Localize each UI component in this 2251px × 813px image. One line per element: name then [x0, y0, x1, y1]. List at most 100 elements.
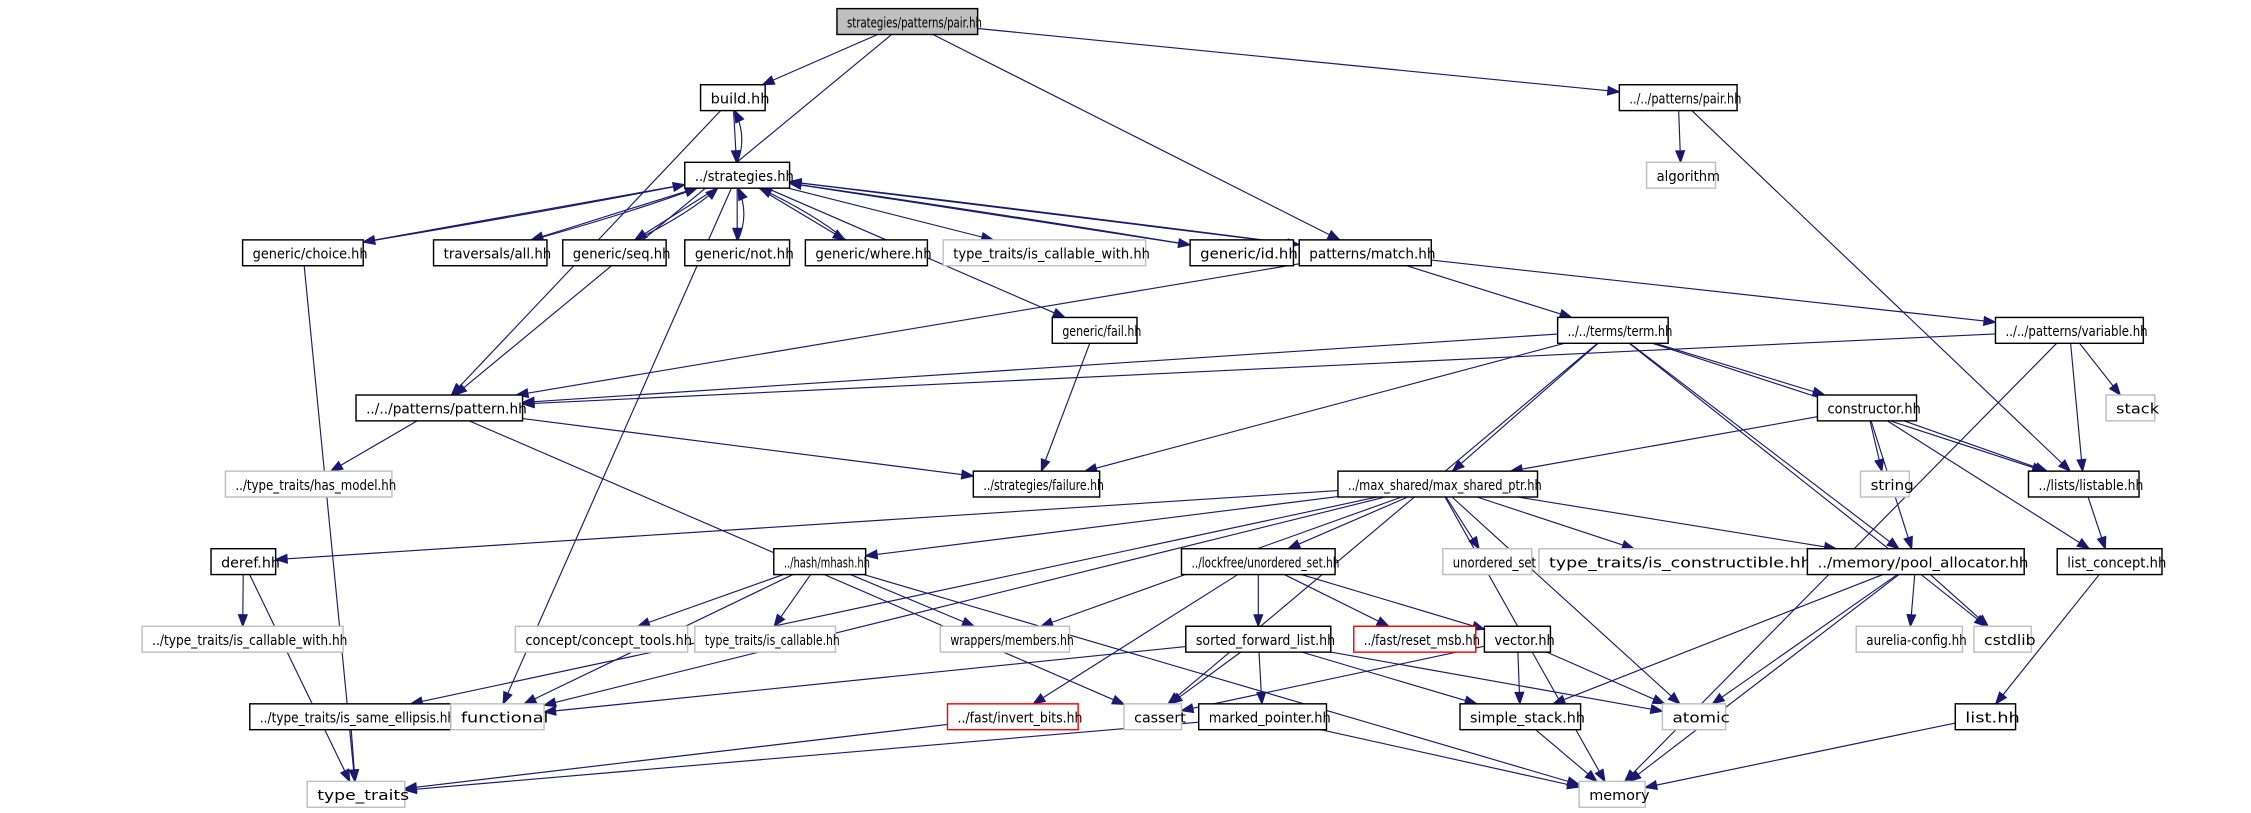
arrowhead-icon: [864, 549, 879, 560]
node-failure[interactable]: ../strategies/failure.hh: [972, 470, 1104, 498]
edge-term-to-msp: [1451, 342, 1599, 473]
node-stack[interactable]: stack: [2105, 394, 2160, 422]
edge-line: [1032, 574, 1239, 705]
edge-pair2-to-listable: [1691, 110, 2072, 473]
arrowhead-icon: [502, 690, 513, 706]
node-deref[interactable]: deref.hh: [210, 547, 280, 576]
node-all[interactable]: traversals/all.hh: [432, 239, 552, 267]
edge-line: [1320, 729, 1580, 788]
arrowhead-icon: [1906, 613, 1917, 628]
node-unordered-set[interactable]: unordered_set: [1442, 547, 1537, 576]
edge-msp-to-mhash: [864, 496, 1339, 560]
arrowhead-icon: [1982, 315, 1998, 327]
node-variable[interactable]: ../../patterns/variable.hh: [1994, 316, 2148, 345]
node-vector[interactable]: vector.hh: [1483, 625, 1555, 653]
edge-line: [454, 34, 892, 396]
edge-line: [330, 420, 418, 472]
node-label: vector.hh: [1494, 633, 1554, 649]
node-term[interactable]: ../../terms/term.hh: [1556, 316, 1673, 345]
node-functional[interactable]: functional: [450, 703, 549, 731]
node-cassert[interactable]: cassert: [1123, 703, 1186, 731]
node-sfl[interactable]: sorted_forward_list.hh: [1185, 625, 1335, 653]
edge-line: [1510, 416, 1818, 472]
node-label: generic/where.hh: [815, 247, 931, 263]
node-build[interactable]: build.hh: [699, 84, 770, 112]
edge-match-to-strategies: [787, 177, 1300, 246]
edge-fail-to-failure: [1040, 343, 1091, 473]
node-pool-alloc[interactable]: ../memory/pool_allocator.hh: [1806, 547, 2028, 576]
arrowhead-icon: [1649, 703, 1665, 715]
node-string[interactable]: string: [1859, 470, 1914, 498]
node-pattern[interactable]: ../../patterns/pattern.hh: [355, 394, 527, 422]
edge-same_ellipsis-to-type_traits: [349, 729, 360, 784]
node-marked-pointer[interactable]: marked_pointer.hh: [1197, 703, 1331, 731]
node-label: strategies/patterns/pair.hh: [847, 15, 982, 31]
node-has-model[interactable]: ../type_traits/has_model.hh: [224, 470, 396, 498]
node-seq[interactable]: generic/seq.hh: [562, 239, 671, 267]
node-box: [684, 161, 791, 189]
edge-line: [410, 496, 1378, 705]
node-mhash[interactable]: ../hash/mhash.hh: [773, 547, 870, 576]
node-list-concept[interactable]: list_concept.hh: [2056, 547, 2166, 576]
node-label: generic/not.hh: [695, 247, 794, 263]
edge-line: [788, 187, 994, 241]
edge-line: [532, 187, 698, 241]
node-strategies[interactable]: ../strategies.hh: [684, 161, 794, 189]
node-box: [1185, 625, 1332, 653]
node-is-callable[interactable]: type_traits/is_callable.hh: [694, 625, 840, 653]
arrowhead-icon: [1326, 229, 1342, 241]
node-type-traits[interactable]: type_traits: [306, 780, 409, 808]
node-invert-bits[interactable]: ../fast/invert_bits.hh: [946, 703, 1082, 731]
node-box: [2105, 394, 2156, 422]
node-cstdlib[interactable]: cstdlib: [1973, 625, 2036, 653]
node-concept-tools[interactable]: concept/concept_tools.hh: [514, 625, 692, 653]
edge-strategies-to-where: [758, 187, 847, 241]
node-msp[interactable]: ../max_shared/max_shared_ptr.hh: [1337, 470, 1542, 498]
node-label: list.hh: [1965, 711, 2020, 727]
arrowhead-icon: [1584, 769, 1599, 783]
node-match[interactable]: patterns/match.hh: [1298, 239, 1436, 267]
node-listable[interactable]: ../lists/listable.hh: [2027, 470, 2143, 498]
node-aurelia-config[interactable]: aurelia-config.hh: [1855, 625, 1967, 653]
node-box: [224, 470, 393, 498]
node-where[interactable]: generic/where.hh: [804, 239, 932, 267]
edges-layer: [237, 27, 2122, 795]
node-box: [1578, 780, 1646, 808]
node-constructor[interactable]: constructor.hh: [1816, 394, 1921, 422]
node-members[interactable]: wrappers/members.hh: [939, 625, 1074, 653]
node-list[interactable]: list.hh: [1954, 703, 2020, 731]
node-iscw-top[interactable]: type_traits/is_callable_with.hh: [942, 239, 1150, 267]
edge-mhash-to-is_callable: [773, 574, 812, 628]
node-fail[interactable]: generic/fail.hh: [1051, 316, 1141, 345]
node-id[interactable]: generic/id.hh: [1189, 239, 1298, 267]
node-label: ../fast/reset_msb.hh: [1364, 633, 1480, 649]
node-label: ../hash/mhash.hh: [784, 555, 870, 571]
node-algorithm[interactable]: algorithm: [1645, 161, 1720, 189]
nodes-layer: strategies/patterns/pair.hh build.hh ../st…: [141, 7, 2166, 808]
edge-strategies-to-not: [732, 188, 743, 242]
node-lf-uset[interactable]: ../lockfree/unordered_set.hh: [1180, 547, 1339, 576]
node-label: algorithm: [1657, 169, 1720, 185]
node-pair2[interactable]: ../../patterns/pair.hh: [1618, 84, 1741, 112]
node-box: [1337, 470, 1539, 498]
node-box: [1661, 703, 1727, 731]
node-same-ellipsis[interactable]: ../type_traits/is_same_ellipsis.hh: [249, 703, 455, 731]
node-atomic[interactable]: atomic: [1661, 703, 1730, 731]
edge-line: [404, 723, 948, 790]
node-box: [1051, 316, 1138, 345]
edge-vector-to-atomic: [1546, 651, 1667, 705]
node-choice[interactable]: generic/choice.hh: [241, 239, 368, 267]
node-box: [2056, 547, 2163, 576]
edge-line: [1301, 574, 1485, 630]
node-reset-msb[interactable]: ../fast/reset_msb.hh: [1353, 625, 1480, 653]
node-simple-stack[interactable]: simple_stack.hh: [1459, 703, 1585, 731]
edge-msp-to-lf_uset: [1286, 496, 1409, 550]
node-memory[interactable]: memory: [1578, 780, 1650, 808]
edge-constructor-to-list_concept: [1887, 420, 2091, 550]
node-not[interactable]: generic/not.hh: [684, 239, 794, 267]
arrowhead-icon: [2076, 458, 2087, 473]
node-is-constructible[interactable]: type_traits/is_constructible.hh: [1538, 547, 1812, 576]
node-pair-root[interactable]: strategies/patterns/pair.hh: [836, 7, 982, 36]
arrowhead-icon: [758, 187, 773, 198]
node-iscw-low[interactable]: ../type_traits/is_callable_with.hh: [141, 625, 347, 653]
